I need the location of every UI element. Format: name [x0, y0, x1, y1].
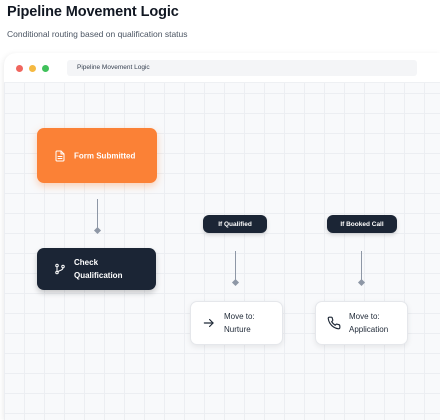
branch-icon: [55, 263, 65, 275]
minimize-window-dot[interactable]: [29, 65, 36, 72]
maximize-window-dot[interactable]: [42, 65, 49, 72]
address-bar[interactable]: Pipeline Movement Logic: [67, 60, 417, 76]
move-to-nurture-label: Move to: Nurture: [224, 312, 255, 334]
document-icon: [55, 150, 65, 161]
check-qualification-label: Check Qualification: [74, 258, 123, 280]
form-submitted-label: Form Submitted: [74, 151, 136, 160]
connector-qualified-to-nurture: [235, 251, 236, 281]
phone-icon: [327, 316, 341, 330]
window-titlebar: Pipeline Movement Logic: [4, 53, 440, 83]
page-subtitle: Conditional routing based on qualificati…: [7, 29, 188, 39]
if-booked-call-condition[interactable]: If Booked Call: [327, 215, 397, 233]
arrow-right-icon: [203, 318, 214, 328]
form-submitted-node[interactable]: Form Submitted: [37, 128, 157, 183]
flow-window: Pipeline Movement Logic Form Submitted C…: [4, 53, 440, 420]
if-qualified-condition[interactable]: If Qualified: [203, 215, 267, 233]
connector-form-to-check: [97, 199, 98, 229]
move-to-application-node[interactable]: Move to: Application: [315, 301, 408, 345]
connector-form-to-check-end: [93, 226, 102, 235]
move-to-nurture-node[interactable]: Move to: Nurture: [190, 301, 283, 345]
page-title: Pipeline Movement Logic: [7, 4, 179, 20]
close-window-dot[interactable]: [16, 65, 23, 72]
move-to-application-label: Move to: Application: [349, 312, 389, 334]
connector-qualified-to-nurture-end: [231, 278, 240, 287]
connector-booked-to-application-end: [357, 278, 366, 287]
connector-booked-to-application: [361, 251, 362, 281]
check-qualification-node[interactable]: Check Qualification: [37, 248, 156, 290]
